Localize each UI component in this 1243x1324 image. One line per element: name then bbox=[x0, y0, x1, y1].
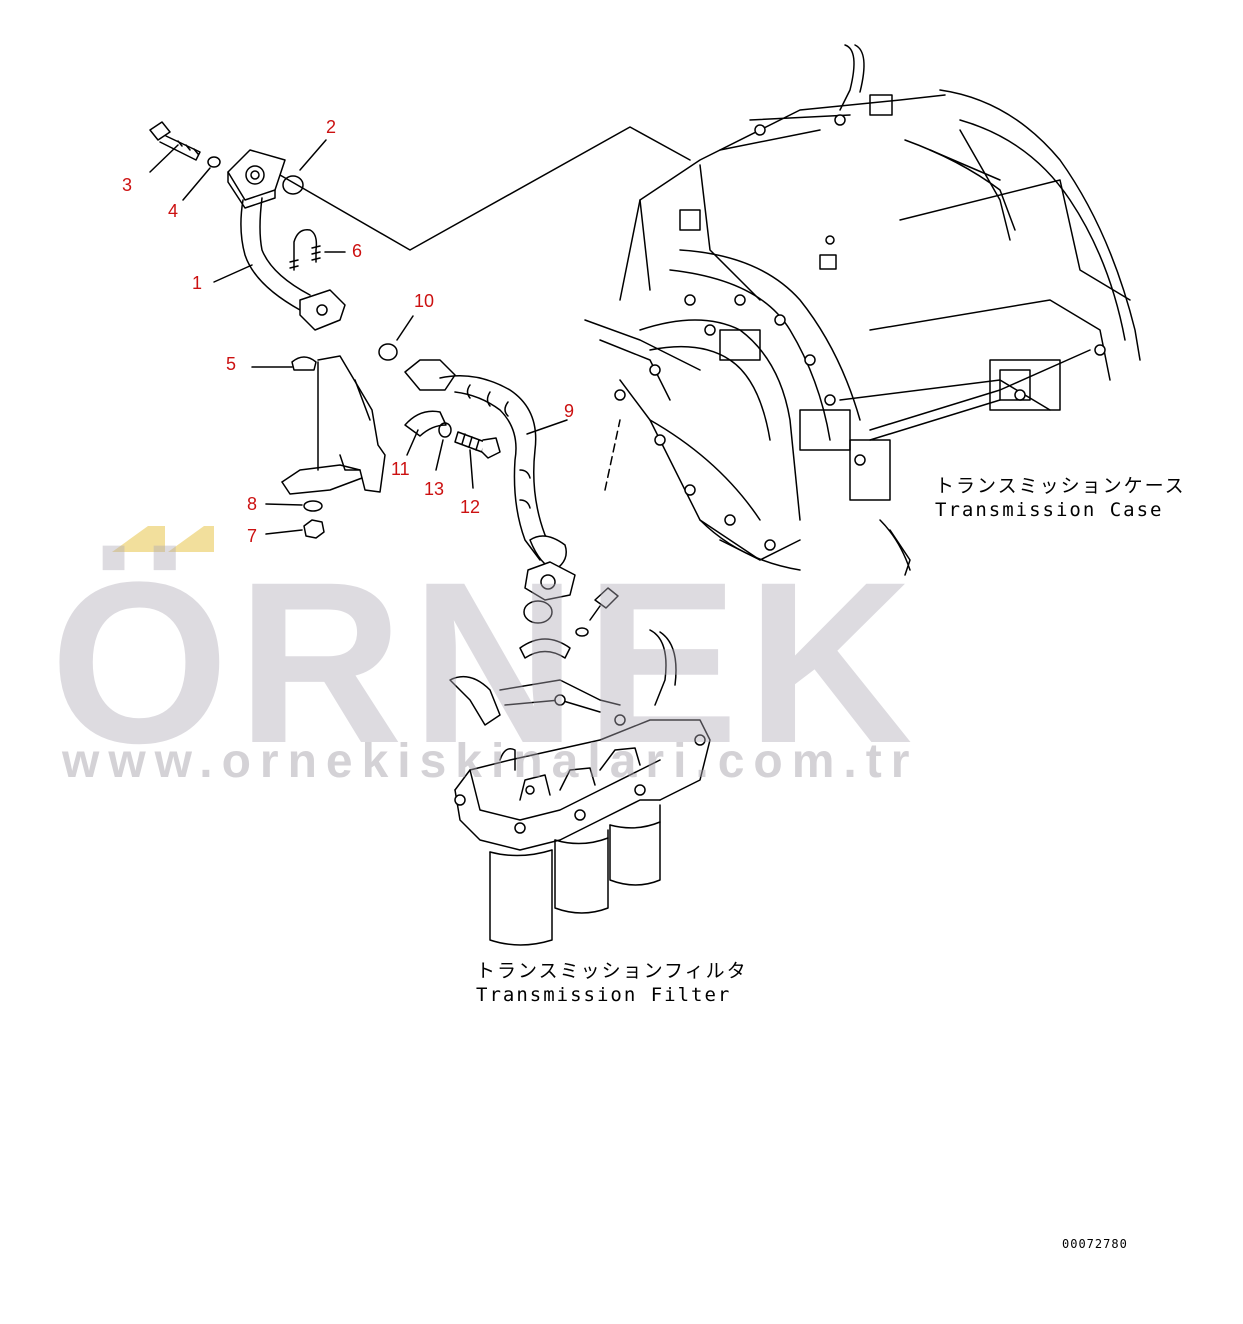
transmission-case-caption: トランスミッションケース Transmission Case bbox=[935, 475, 1186, 523]
watermark-url: www.ornekiskinalari.com.tr bbox=[62, 735, 919, 788]
callout-1[interactable]: 1 bbox=[192, 273, 203, 293]
filter-connector-parts bbox=[519, 587, 619, 659]
callout-12[interactable]: 12 bbox=[460, 497, 481, 517]
callout-6[interactable]: 6 bbox=[352, 241, 363, 261]
callout-11[interactable]: 11 bbox=[391, 459, 410, 479]
part-10-oring-drawing bbox=[378, 343, 398, 361]
callout-5[interactable]: 5 bbox=[226, 354, 237, 374]
part-3-bolt-drawing bbox=[149, 121, 201, 161]
callout-leaders bbox=[149, 139, 568, 535]
part-5-clamp-drawing bbox=[291, 356, 317, 371]
part-1-pipe-drawing bbox=[227, 149, 346, 331]
part-9-hose-drawing bbox=[404, 359, 576, 601]
part-6-ubolt-drawing bbox=[289, 229, 321, 271]
caption-filter-en: Transmission Filter bbox=[476, 983, 732, 1006]
part-11-clamp-drawing bbox=[404, 410, 447, 437]
flange-to-case-leader bbox=[279, 126, 691, 251]
callout-2[interactable]: 2 bbox=[326, 117, 337, 137]
callout-4[interactable]: 4 bbox=[168, 201, 179, 221]
callout-9[interactable]: 9 bbox=[564, 401, 575, 421]
callout-7[interactable]: 7 bbox=[247, 526, 258, 546]
drawing-number: 00072780 bbox=[1062, 1237, 1128, 1251]
caption-case-jp: トランスミッションケース bbox=[935, 475, 1186, 497]
part-4-washer-drawing bbox=[207, 156, 221, 168]
caption-filter-jp: トランスミッションフィルタ bbox=[476, 960, 748, 982]
transmission-case-drawing bbox=[584, 44, 1141, 576]
part-7-nut-drawing bbox=[303, 519, 325, 539]
bracket-drawing bbox=[281, 355, 386, 495]
caption-case-en: Transmission Case bbox=[935, 498, 1164, 521]
part-2-oring-drawing bbox=[282, 175, 304, 195]
part-12-bolt-drawing bbox=[454, 431, 501, 459]
part-13-washer-drawing bbox=[438, 422, 452, 438]
part-8-washer-drawing bbox=[303, 500, 323, 512]
callout-3[interactable]: 3 bbox=[122, 175, 133, 195]
callout-13[interactable]: 13 bbox=[424, 479, 445, 499]
transmission-filter-caption: トランスミッションフィルタ Transmission Filter bbox=[476, 960, 748, 1008]
callout-10[interactable]: 10 bbox=[414, 291, 435, 311]
callout-8[interactable]: 8 bbox=[247, 494, 258, 514]
transmission-filter-drawing bbox=[449, 629, 711, 946]
watermark-text: ÖRNEK bbox=[50, 534, 921, 791]
